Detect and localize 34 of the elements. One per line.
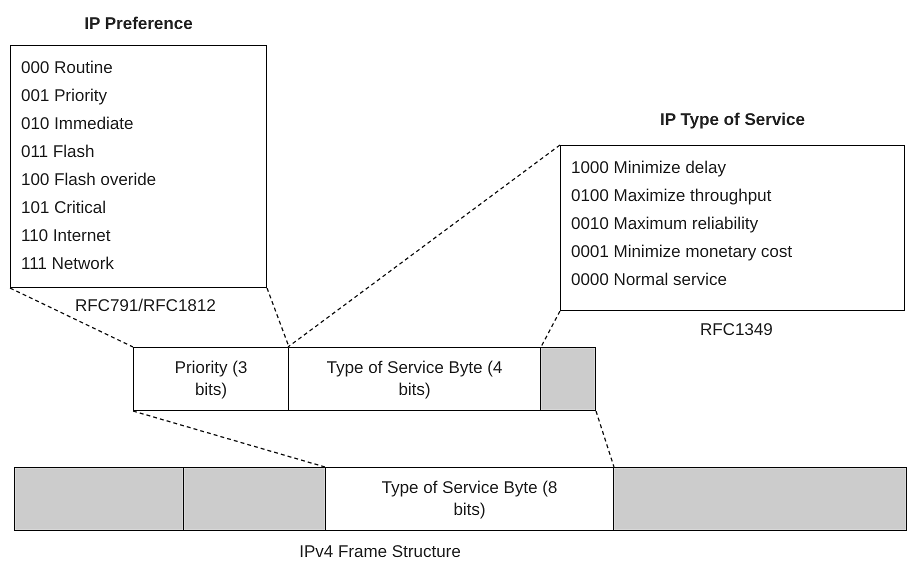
shaded-field (613, 467, 907, 531)
code-list-item: 0001 Minimize monetary cost (571, 241, 792, 263)
field-cell (133, 347, 289, 411)
code-list-item: 001 Priority (21, 85, 107, 107)
code-list-item: 1000 Minimize delay (571, 157, 726, 179)
field-label: Priority (3 bits) (174, 357, 248, 401)
dashed-leader-line (132, 410, 326, 468)
code-list-item: 0000 Normal service (571, 269, 727, 291)
panel-heading: IP Preference (84, 14, 193, 34)
code-list-item: 110 Internet (21, 225, 110, 247)
code-list-item: 000 Routine (21, 57, 113, 79)
caption: IPv4 Frame Structure (299, 542, 461, 562)
code-list-item: 101 Critical (21, 197, 106, 219)
dashed-leader-line (540, 310, 561, 348)
dashed-leader-line (595, 410, 615, 468)
code-list-item: 100 Flash overide (21, 169, 156, 191)
shaded-field (14, 467, 184, 531)
code-list-item: 111 Network (21, 253, 114, 275)
field-label: Type of Service Byte (4 bits) (326, 357, 504, 401)
dashed-leader-line (288, 144, 560, 348)
field-cell (288, 347, 541, 411)
code-list-item: 0010 Maximum reliability (571, 213, 758, 235)
panel-heading: IP Type of Service (660, 110, 805, 130)
dashed-leader-line (266, 288, 290, 348)
dashed-leader-line (10, 287, 134, 348)
reference-note: RFC791/RFC1812 (75, 296, 216, 316)
reference-note: RFC1349 (700, 320, 773, 340)
shaded-field (183, 467, 326, 531)
field-label: Type of Service Byte (8 bits) (380, 477, 558, 521)
field-cell (325, 467, 614, 531)
code-list-item: 010 Immediate (21, 113, 134, 135)
code-list-item: 0100 Maximize throughput (571, 185, 772, 207)
shaded-field (540, 347, 596, 411)
code-list-item: 011 Flash (21, 141, 94, 163)
